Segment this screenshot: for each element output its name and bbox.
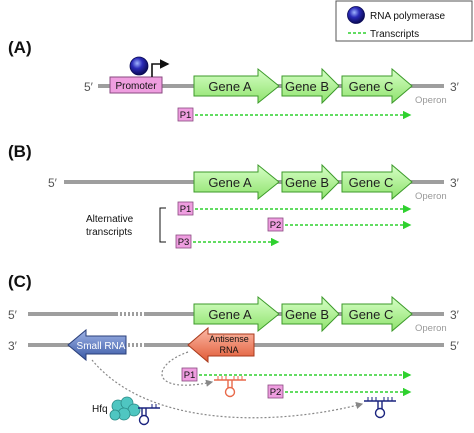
gene-label-c: Gene C [349, 79, 394, 94]
legend-transcripts-label: Transcripts [370, 29, 419, 40]
hfq-protein-icon [109, 396, 141, 421]
antisense-path-arrow [161, 351, 214, 387]
panel-label-a: (A) [8, 38, 32, 57]
promoter-tag-p3-label: P3 [178, 237, 190, 248]
gene-label-a: Gene A [208, 79, 252, 94]
gene-arrow-c [341, 67, 413, 105]
small-rna-hairpin-icon [364, 397, 396, 419]
gene-label-c: Gene C [349, 307, 394, 322]
antisense-rna-label-2: RNA [219, 345, 238, 355]
panel-a: (A) 5′ 3′ Promoter Gene A Gene B Gene C … [8, 38, 460, 122]
alternative-transcripts-bracket [159, 207, 166, 243]
promoter-tag-p2-label: P2 [270, 387, 282, 398]
gene-arrow-c [341, 163, 413, 201]
gene-label-c: Gene C [349, 175, 394, 190]
promoter-tag-p1-label: P1 [184, 370, 196, 381]
small-rna-label: Small RNA [77, 341, 126, 352]
five-prime-label-c-bottom: 5′ [450, 339, 460, 353]
promoter-tag-p1-label: P1 [180, 110, 192, 121]
panel-label-c: (C) [8, 272, 32, 291]
hfq-small-rna-hairpin-icon [138, 404, 160, 426]
antisense-hairpin-icon [214, 376, 246, 398]
promoter-tag-p1 [177, 201, 194, 216]
operon-label-b: Operon [415, 191, 447, 202]
gene-label-b: Gene B [285, 175, 329, 190]
promoter-tag-p1 [177, 107, 194, 122]
antisense-rna-label-1: Antisense [209, 334, 249, 344]
promoter-tag-p2 [267, 217, 284, 232]
gene-arrow-a [193, 163, 280, 201]
promoter-tag-p3 [175, 234, 192, 249]
legend-polymerase-label: RNA polymerase [370, 11, 445, 22]
promoter-tag-p1 [181, 367, 198, 382]
five-prime-label-a: 5′ [84, 80, 94, 94]
gene-arrow-a [193, 67, 280, 105]
operon-label-c: Operon [415, 323, 447, 334]
gene-label-a: Gene A [208, 307, 252, 322]
small-rna-arrow [67, 328, 127, 362]
panel-label-b: (B) [8, 142, 32, 161]
three-prime-label-b: 3′ [450, 176, 460, 190]
three-prime-label-a: 3′ [450, 80, 460, 94]
gene-arrow-b [281, 295, 340, 333]
promoter-box [109, 76, 163, 94]
gene-arrow-b [281, 67, 340, 105]
gene-label-b: Gene B [285, 79, 329, 94]
small-rna-path-arrow [91, 359, 364, 419]
promoter-tag-p1-label: P1 [180, 204, 192, 215]
gene-label-a: Gene A [208, 175, 252, 190]
promoter-tag-p2 [267, 384, 284, 399]
alternative-transcripts-label-2: transcripts [86, 227, 132, 238]
transcription-start-arrow [151, 59, 170, 77]
alternative-transcripts-label-1: Alternative [86, 214, 134, 225]
promoter-tag-p2-label: P2 [270, 220, 282, 231]
gene-arrow-c [341, 295, 413, 333]
antisense-rna-arrow [187, 326, 255, 364]
three-prime-label-c-top: 3′ [450, 308, 460, 322]
panel-b: (B) 5′ 3′ Gene A Gene B Gene C Operon Al… [8, 142, 460, 249]
operon-label-a: Operon [415, 95, 447, 106]
gene-arrow-b [281, 163, 340, 201]
rna-polymerase-icon [129, 56, 149, 76]
gene-label-b: Gene B [285, 307, 329, 322]
five-prime-label-c-top: 5′ [8, 308, 18, 322]
legend: RNA polymerase Transcripts [335, 0, 473, 42]
rna-polymerase-icon [347, 6, 365, 24]
promoter-label: Promoter [115, 81, 157, 92]
hfq-label: Hfq [92, 404, 108, 415]
panel-c: (C) 5′ 3′ 3′ 5′ Gene A Gene B Gene C Ope… [8, 272, 460, 426]
gene-arrow-a [193, 295, 280, 333]
three-prime-label-c-bottom: 3′ [8, 339, 18, 353]
five-prime-label-b: 5′ [48, 176, 58, 190]
